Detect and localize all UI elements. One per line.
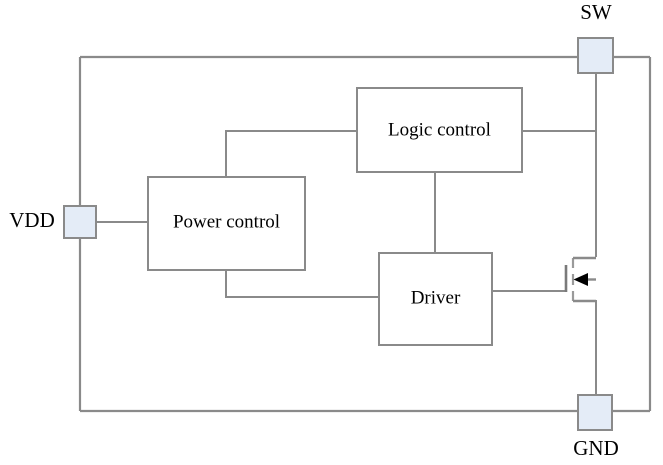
sw-pad-square[interactable] [577,37,614,74]
block-driver[interactable]: Driver [378,252,493,346]
block-power-control[interactable]: Power control [147,176,306,271]
pad-vdd[interactable]: VDD [9,205,97,239]
driver-label: Driver [411,287,461,308]
sw-pad-label: SW [580,0,612,24]
vdd-pad-label: VDD [9,208,55,232]
block-logic-control[interactable]: Logic control [356,87,523,173]
mosfet-bulk-arrow-icon [573,273,588,286]
driver-box[interactable] [378,252,493,346]
power-control-label: Power control [173,211,280,232]
power-control-box[interactable] [147,176,306,271]
vdd-pad-square[interactable] [63,205,97,239]
wiring [79,72,597,396]
pad-gnd[interactable]: GND [573,394,619,460]
gnd-pad-square[interactable] [577,394,613,431]
nmos-transistor-symbol [564,256,596,303]
gnd-pad-label: GND [573,436,619,460]
wire-power-control-to-driver [225,269,380,298]
pad-sw[interactable]: SW [577,0,614,74]
logic-control-box[interactable] [356,87,523,173]
wire-power-control-to-logic-control [225,130,358,178]
logic-control-label: Logic control [388,119,491,140]
